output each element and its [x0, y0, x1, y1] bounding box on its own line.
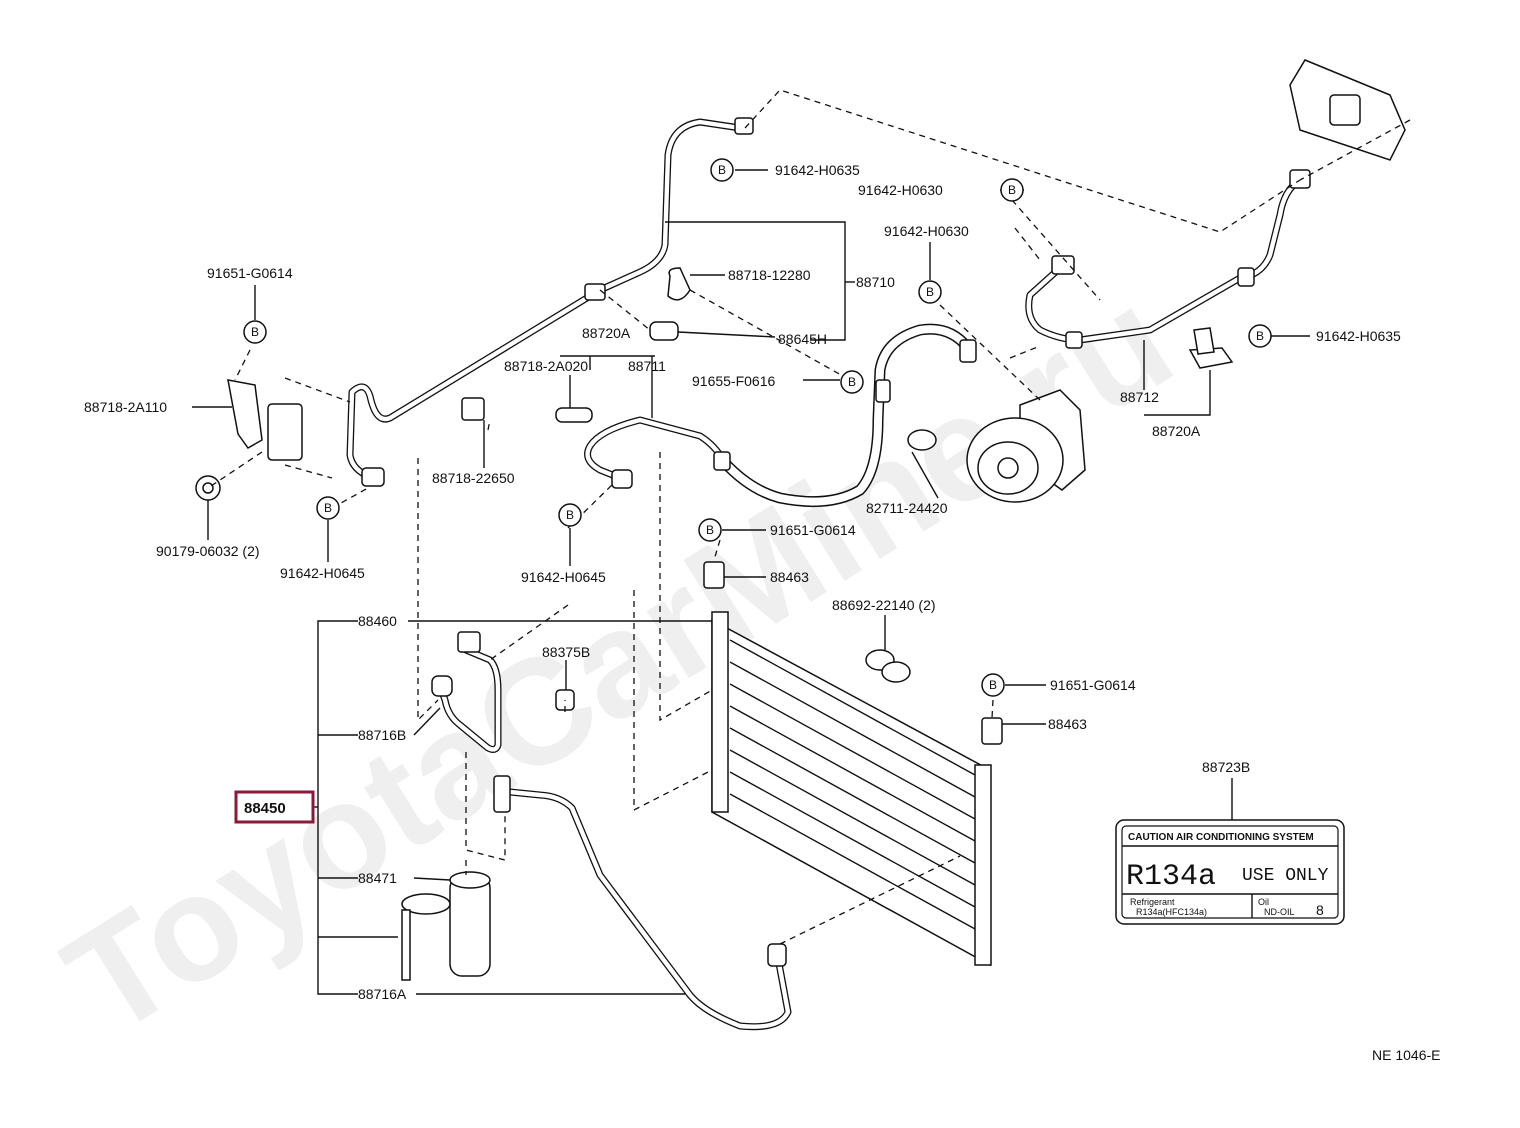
svg-text:B: B: [706, 523, 714, 537]
part-label[interactable]: 88718-22650: [432, 470, 515, 486]
refrigerant-type: R134a: [1126, 860, 1216, 894]
oil-type: ND-OIL: [1264, 907, 1295, 917]
svg-text:B: B: [324, 501, 332, 515]
oil-caption: Oil: [1258, 897, 1269, 907]
use-only-text: USE ONLY: [1242, 866, 1329, 886]
part-label[interactable]: 88718-2A110: [84, 399, 167, 415]
part-label[interactable]: 88718-12280: [728, 267, 811, 283]
bolt-marker: B: [243, 320, 267, 344]
evaporator-unit: [1289, 59, 1406, 161]
part-label[interactable]: 91642-H0645: [280, 565, 365, 581]
part-label[interactable]: 91642-H0635: [775, 162, 860, 178]
part-label[interactable]: 88463: [1048, 716, 1087, 732]
svg-text:B: B: [1256, 329, 1264, 343]
part-label[interactable]: 91655-F0616: [692, 373, 776, 389]
condenser: [711, 611, 992, 967]
part-label[interactable]: 88718-2A020: [504, 358, 588, 374]
part-label[interactable]: 88716A: [358, 986, 407, 1002]
part-label[interactable]: 88471: [358, 870, 397, 886]
svg-text:B: B: [718, 163, 726, 177]
part-label[interactable]: 91642-H0630: [884, 223, 969, 239]
diagram-code: NE 1046-E: [1372, 1047, 1440, 1063]
dashed-guides: [207, 89, 1411, 945]
bolt-marker: B: [918, 280, 942, 304]
part-label[interactable]: 91651-G0614: [770, 522, 856, 538]
bolt-marker: B: [710, 158, 734, 182]
part-label[interactable]: 88723B: [1202, 759, 1250, 775]
caution-header: CAUTION AIR CONDITIONING SYSTEM: [1128, 832, 1314, 843]
part-label[interactable]: 91642-H0630: [858, 182, 943, 198]
part-label[interactable]: 91651-G0614: [207, 265, 293, 281]
part-label[interactable]: 82711-24420: [866, 500, 948, 516]
refrigerant-caption: Refrigerant: [1130, 897, 1175, 907]
part-label[interactable]: 88692-22140 (2): [832, 597, 936, 613]
bolt-marker: B: [558, 503, 582, 527]
oil-grade: 8: [1316, 902, 1324, 918]
bolt-marker: B: [1000, 178, 1024, 202]
bolt-markers: B B B B B B B B B B: [243, 158, 1272, 697]
bolt-marker: B: [1248, 324, 1272, 348]
highlighted-part-88450[interactable]: 88450: [234, 790, 315, 824]
part-label[interactable]: 91642-H0635: [1316, 328, 1401, 344]
part-label[interactable]: 88463: [770, 569, 809, 585]
pipe-fittings: [195, 59, 1406, 981]
svg-text:B: B: [989, 678, 997, 692]
watermark-text: ToyotaCarMine.ru: [38, 255, 1199, 1067]
part-labels: 91651-G0614 88718-2A110 90179-06032 (2) …: [84, 162, 1401, 1002]
part-label[interactable]: 90179-06032 (2): [156, 543, 260, 559]
bolt-marker: B: [316, 496, 340, 520]
part-label[interactable]: 88720A: [582, 325, 631, 341]
part-label[interactable]: 88720A: [1152, 423, 1201, 439]
part-label[interactable]: 88711: [628, 358, 666, 374]
pipe-lines: [346, 118, 1304, 1031]
part-label[interactable]: 88710: [856, 274, 895, 290]
part-label[interactable]: 88712: [1120, 389, 1159, 405]
svg-text:B: B: [1008, 183, 1016, 197]
caution-label-88723B: CAUTION AIR CONDITIONING SYSTEM R134a US…: [1115, 819, 1345, 925]
part-label[interactable]: 88645H: [778, 331, 827, 347]
svg-text:B: B: [848, 375, 856, 389]
bolt-marker: B: [981, 673, 1005, 697]
svg-text:B: B: [926, 285, 934, 299]
leader-lines: [192, 169, 1310, 995]
part-label[interactable]: 91642-H0645: [521, 569, 606, 585]
ac-compressor: [966, 389, 1086, 503]
svg-text:B: B: [251, 325, 259, 339]
svg-text:88450: 88450: [244, 800, 286, 817]
part-label[interactable]: 88460: [358, 613, 397, 629]
svg-text:B: B: [566, 508, 574, 522]
bolt-marker: B: [840, 370, 864, 394]
bolt-marker: B: [698, 518, 722, 542]
refrigerant-code: R134a(HFC134a): [1136, 907, 1207, 917]
part-label[interactable]: 91651-G0614: [1050, 677, 1136, 693]
part-label[interactable]: 88716B: [358, 727, 406, 743]
part-label[interactable]: 88375B: [542, 644, 590, 660]
